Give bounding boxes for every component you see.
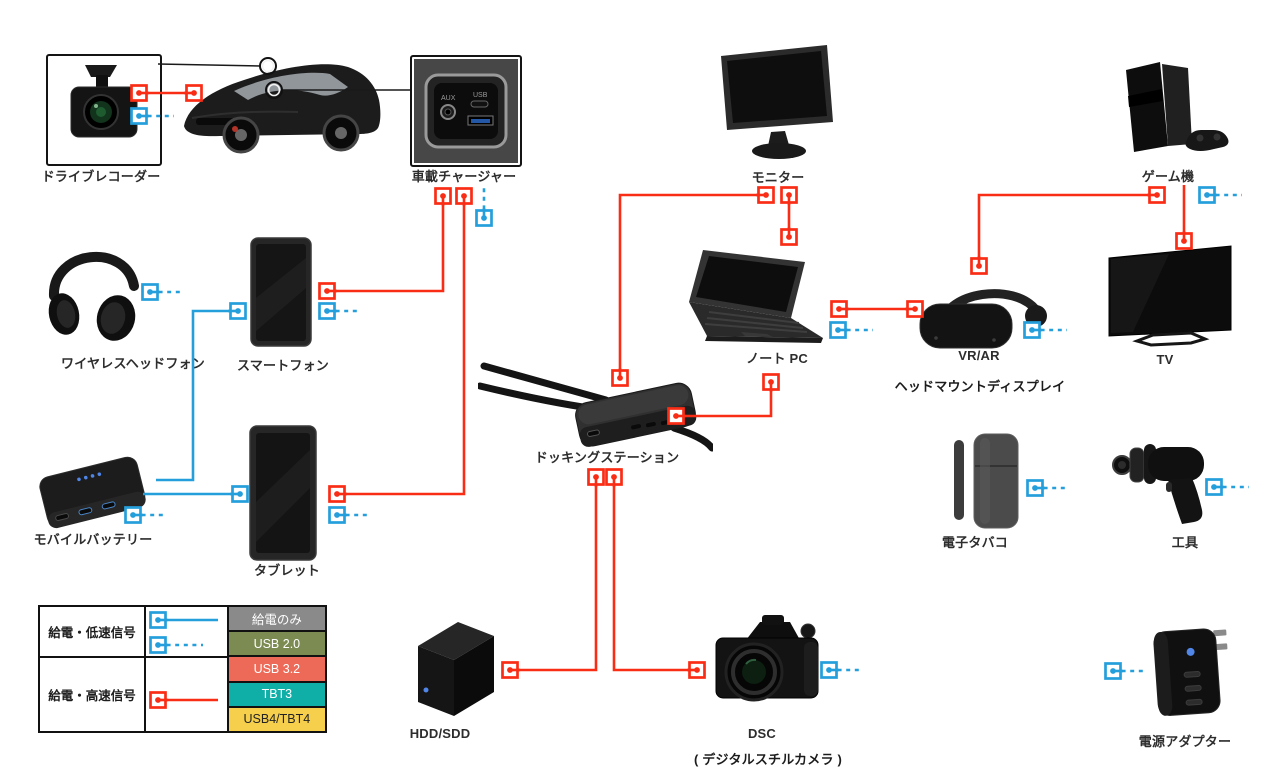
e-cigarette-image <box>946 430 1030 539</box>
legend-low-speed-label: 給電・低速信号 <box>40 607 146 656</box>
drive-recorder-box <box>46 54 162 166</box>
car-charger-box: AUX USB <box>410 55 522 167</box>
vr-label: VR/AR <box>958 348 1000 363</box>
legend-high-speed-label: 給電・高速信号 <box>40 657 146 731</box>
laptop-label: ノート PC <box>746 351 808 366</box>
legend-category-usb4: USB4/TBT4 <box>228 705 325 732</box>
port-laptop-high-top <box>780 227 798 246</box>
port-dock-high-bottom-1 <box>587 468 605 487</box>
headphones-image <box>38 230 148 353</box>
game-console-image <box>1102 56 1237 173</box>
monitor-image <box>713 42 841 175</box>
port-monitor-high-2 <box>780 186 798 205</box>
port-adapter-power <box>1104 662 1123 680</box>
cable-smartphone-battery <box>156 309 238 482</box>
port-smartphone-high <box>318 282 337 300</box>
car-image <box>178 34 386 171</box>
dsc-sublabel: ( デジタルスチルカメラ ) <box>693 752 843 767</box>
mobile-battery-image <box>34 444 154 539</box>
port-smartphone-power <box>318 302 337 320</box>
headphones-label: ワイヤレスヘッドフォン <box>61 356 205 371</box>
tool-label: 工具 <box>1171 535 1199 550</box>
legend-row-high-speed: 給電・高速信号 <box>40 655 227 731</box>
port-game-high <box>1147 186 1166 204</box>
legend-low-speed-glyphs <box>146 607 227 656</box>
port-monitor-high-1 <box>756 186 775 204</box>
monitor-label: モニター <box>751 170 805 185</box>
cable-tablet-charger <box>337 196 466 496</box>
legend-category-usb2: USB 2.0 <box>228 630 325 656</box>
e-cigarette-label: 電子タバコ <box>941 535 1008 550</box>
mobile-battery-label: モバイルバッテリー <box>33 532 153 547</box>
legend-category-usb3: USB 3.2 <box>228 655 325 681</box>
legend-row-low-speed: 給電・低速信号 <box>40 607 227 656</box>
tablet-label: タブレット <box>253 563 320 578</box>
port-hdd-high <box>501 661 520 679</box>
port-vr-high-top <box>970 256 988 275</box>
port-tablet-high <box>328 485 347 503</box>
port-game-power <box>1198 186 1217 204</box>
power-adapter-image <box>1140 620 1240 730</box>
legend-category-tbt3: TBT3 <box>228 680 325 706</box>
legend-category-column: 給電のみ USB 2.0 USB 3.2 TBT3 USB4/TBT4 <box>226 607 325 732</box>
tablet-image <box>248 424 322 571</box>
legend-high-speed-glyphs <box>146 658 227 731</box>
docking-station-label: ドッキングステーション <box>534 450 680 465</box>
port-charger-high-1 <box>434 187 452 206</box>
legend-left-column: 給電・低速信号 給電・高速信号 <box>40 607 227 731</box>
game-console-label: ゲーム機 <box>1141 169 1195 184</box>
vr-sublabel: ヘッドマウントディスプレイ <box>894 379 1066 394</box>
port-ecig-power <box>1026 479 1045 497</box>
cable-smartphone-charger <box>327 196 445 293</box>
laptop-image <box>683 244 835 359</box>
hdd-image <box>402 612 504 729</box>
tool-image <box>1108 432 1218 537</box>
smartphone-label: スマートフォン <box>236 358 329 373</box>
dsc-camera-image <box>702 610 830 729</box>
car-charger-label: 車載チャージャー <box>411 169 517 184</box>
car-charger-image: AUX USB <box>414 59 518 163</box>
drive-recorder-label: ドライブレコーダー <box>41 169 161 184</box>
port-tablet-power <box>328 506 347 524</box>
cable-dock-dsc <box>612 477 697 672</box>
drive-recorder-image <box>70 65 138 138</box>
tv-label: TV <box>1156 352 1174 367</box>
port-smartphone-low <box>228 302 247 320</box>
smartphone-image <box>250 236 316 355</box>
port-laptop-high-bottom <box>762 373 780 392</box>
port-charger-power <box>475 208 493 227</box>
hdd-label: HDD/SDD <box>409 726 471 741</box>
legend-table: 給電・低速信号 給電・高速信号 給電のみ USB 2.0 USB 3.2 TBT… <box>38 605 327 733</box>
usb-port-label: USB <box>473 92 488 99</box>
docking-station-image <box>476 350 716 460</box>
vr-headset-image <box>918 280 1053 360</box>
cable-dock-hdd <box>510 477 598 672</box>
port-dock-high-bottom-2 <box>605 468 623 487</box>
port-charger-high-2 <box>455 187 473 206</box>
port-tablet-low <box>230 485 249 503</box>
power-adapter-label: 電源アダプター <box>1138 734 1232 749</box>
tv-image <box>1103 242 1237 359</box>
aux-port-label: AUX <box>441 95 456 102</box>
dsc-label: DSC <box>747 726 777 741</box>
legend-category-power-only: 給電のみ <box>228 607 325 631</box>
